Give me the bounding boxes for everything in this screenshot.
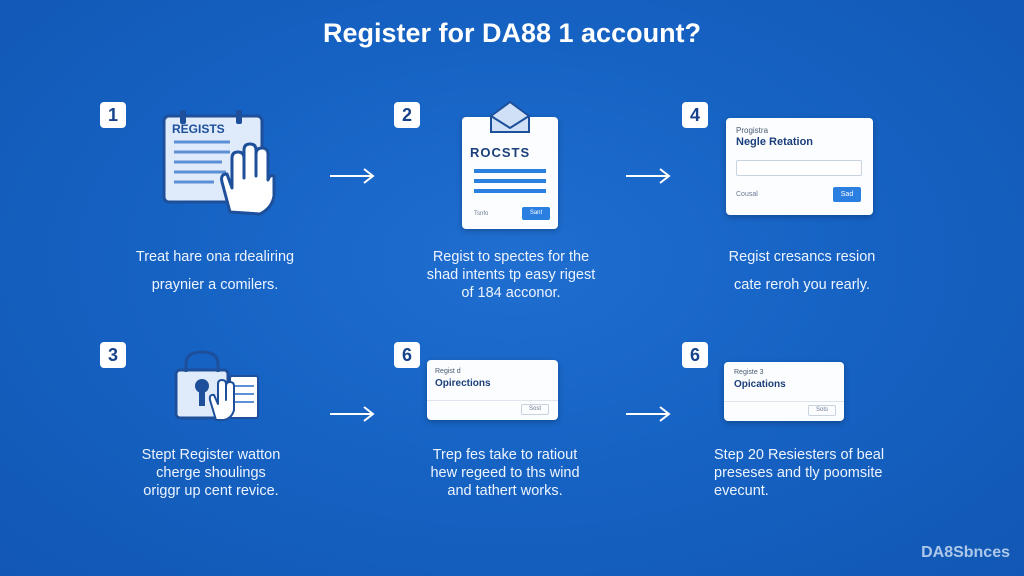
form-footer-text: Tsnfo [474,211,489,217]
caption-line: hew regeed to ths wind [430,465,580,481]
form-field-line [474,189,546,193]
page-title: Register for DA88 1 account? [322,18,702,48]
step-badge-1: 1 [100,102,126,128]
caption-line: Step 20 Resiesters of beal [714,447,885,463]
options-card-2: Registe 3 Opications Sots [724,362,844,421]
step-badge-3: 4 [682,102,708,128]
caption-line: of 184 acconor. [461,285,561,301]
caption-line: Trep fes take to ratiout [432,447,578,463]
caption-line: Stept Register watton [141,447,281,463]
step-caption-6: Step 20 Resiesters of beal preseses and … [688,446,918,500]
step-badge-6: 6 [682,342,708,368]
arrow-right-icon [330,406,375,422]
caption-line: praynier a comilers. [151,277,279,293]
caption-line: preseses and tly poomsite [714,465,883,481]
caption-line: cherge shoulings [156,465,266,481]
form-submit-button[interactable]: Sant [522,207,550,220]
options-card-1: Regist d Opirections Sost [427,360,558,420]
caption-line: evecunt. [714,483,769,499]
card-divider [724,401,844,402]
caption-line: and tathert works. [447,483,563,499]
dialog-submit-button[interactable]: Sad [833,187,861,202]
arrow-right-icon [626,168,671,184]
caption-line: cate reroh you rearly. [734,277,870,293]
dialog-small-label: Progistra [736,126,769,135]
caption-line: origgr up cent revice. [143,483,279,499]
step-caption-3: Regist cresancs resion cate reroh you re… [687,248,917,294]
register-form-hand-icon [162,110,276,216]
step-caption-2: Regist to spectes for the shad intents t… [396,248,626,302]
brand-watermark: DA8Sbnces [921,544,1010,561]
register-form-card: ROCSTS Tsnfo Sant [462,117,558,229]
card-title: Opirections [435,378,491,389]
step-caption-1: Treat hare ona rdealiring praynier a com… [100,248,330,294]
arrow-right-icon [330,168,375,184]
card-small-label: Regist d [435,368,461,375]
caption-line: Regist to spectes for the [432,249,590,265]
form-card-title: ROCSTS [470,145,531,160]
dialog-title: Negle Retation [736,136,814,148]
form-field-line [474,179,546,183]
card-title: Opications [734,379,786,390]
step-badge-4: 3 [100,342,126,368]
card-button[interactable]: Sots [808,405,836,416]
card-divider [427,400,558,401]
dialog-input-field[interactable] [736,160,862,176]
illus-label-1: REGISTS [172,122,225,136]
registration-dialog-card: Progistra Negle Retation Cousal Sad [726,118,873,215]
envelope-icon [490,100,530,133]
card-button[interactable]: Sost [521,404,549,415]
step-caption-5: Trep fes take to ratiout hew regeed to t… [390,446,620,500]
caption-line: Treat hare ona rdealiring [135,249,295,265]
card-small-label: Registe 3 [734,369,764,376]
dialog-cancel-text[interactable]: Cousal [736,191,758,198]
step-caption-4: Stept Register watton cherge shoulings o… [96,446,326,500]
step-badge-2: 2 [394,102,420,128]
lock-keyhole-hand-icon [174,350,259,421]
caption-line: Regist cresancs resion [728,249,876,265]
form-field-line [474,169,546,173]
step-badge-5: 6 [394,342,420,368]
caption-line: shad intents tp easy rigest [426,267,596,283]
arrow-right-icon [626,406,671,422]
